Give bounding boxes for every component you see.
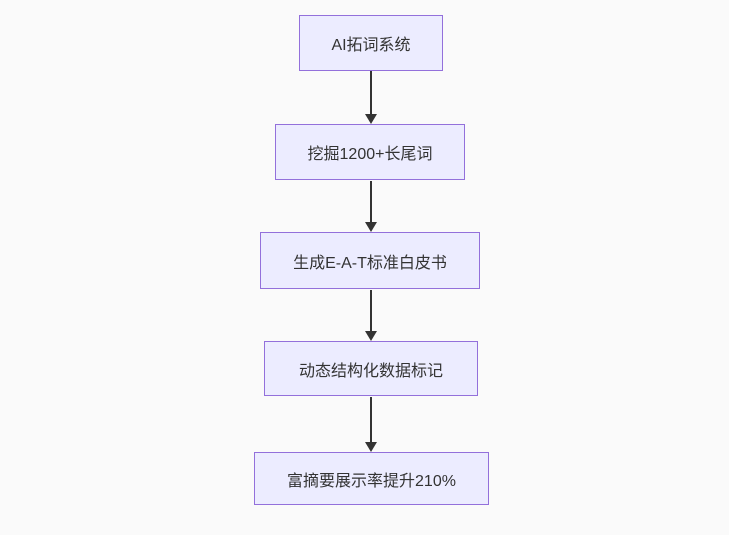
flow-edge-2: [365, 181, 377, 232]
flow-node-label: AI拓词系统: [331, 37, 411, 54]
flow-edge-3: [365, 290, 377, 341]
flow-node-label: 动态结构化数据标记: [298, 362, 443, 380]
flow-node-eat-whitepaper: 生成E-A-T标准白皮书: [260, 232, 480, 289]
arrow-line: [370, 397, 372, 442]
flow-node-label: 挖掘1200+长尾词: [307, 146, 433, 163]
arrow-line: [370, 181, 372, 222]
flow-node-label: 生成E-A-T标准白皮书: [293, 254, 447, 272]
arrow-line: [370, 71, 372, 114]
arrow-down-icon: [365, 114, 377, 124]
flow-edge-1: [365, 71, 377, 124]
flow-node-ai-keyword-system: AI拓词系统: [299, 15, 443, 71]
arrow-down-icon: [365, 222, 377, 232]
flow-node-label: 富摘要展示率提升210%: [287, 472, 456, 490]
arrow-line: [370, 290, 372, 331]
flow-node-structured-data-markup: 动态结构化数据标记: [264, 341, 478, 396]
flow-node-rich-snippet-result: 富摘要展示率提升210%: [254, 452, 489, 505]
arrow-down-icon: [365, 442, 377, 452]
arrow-down-icon: [365, 331, 377, 341]
flow-edge-4: [365, 397, 377, 452]
flow-node-longtail-mining: 挖掘1200+长尾词: [275, 124, 465, 180]
